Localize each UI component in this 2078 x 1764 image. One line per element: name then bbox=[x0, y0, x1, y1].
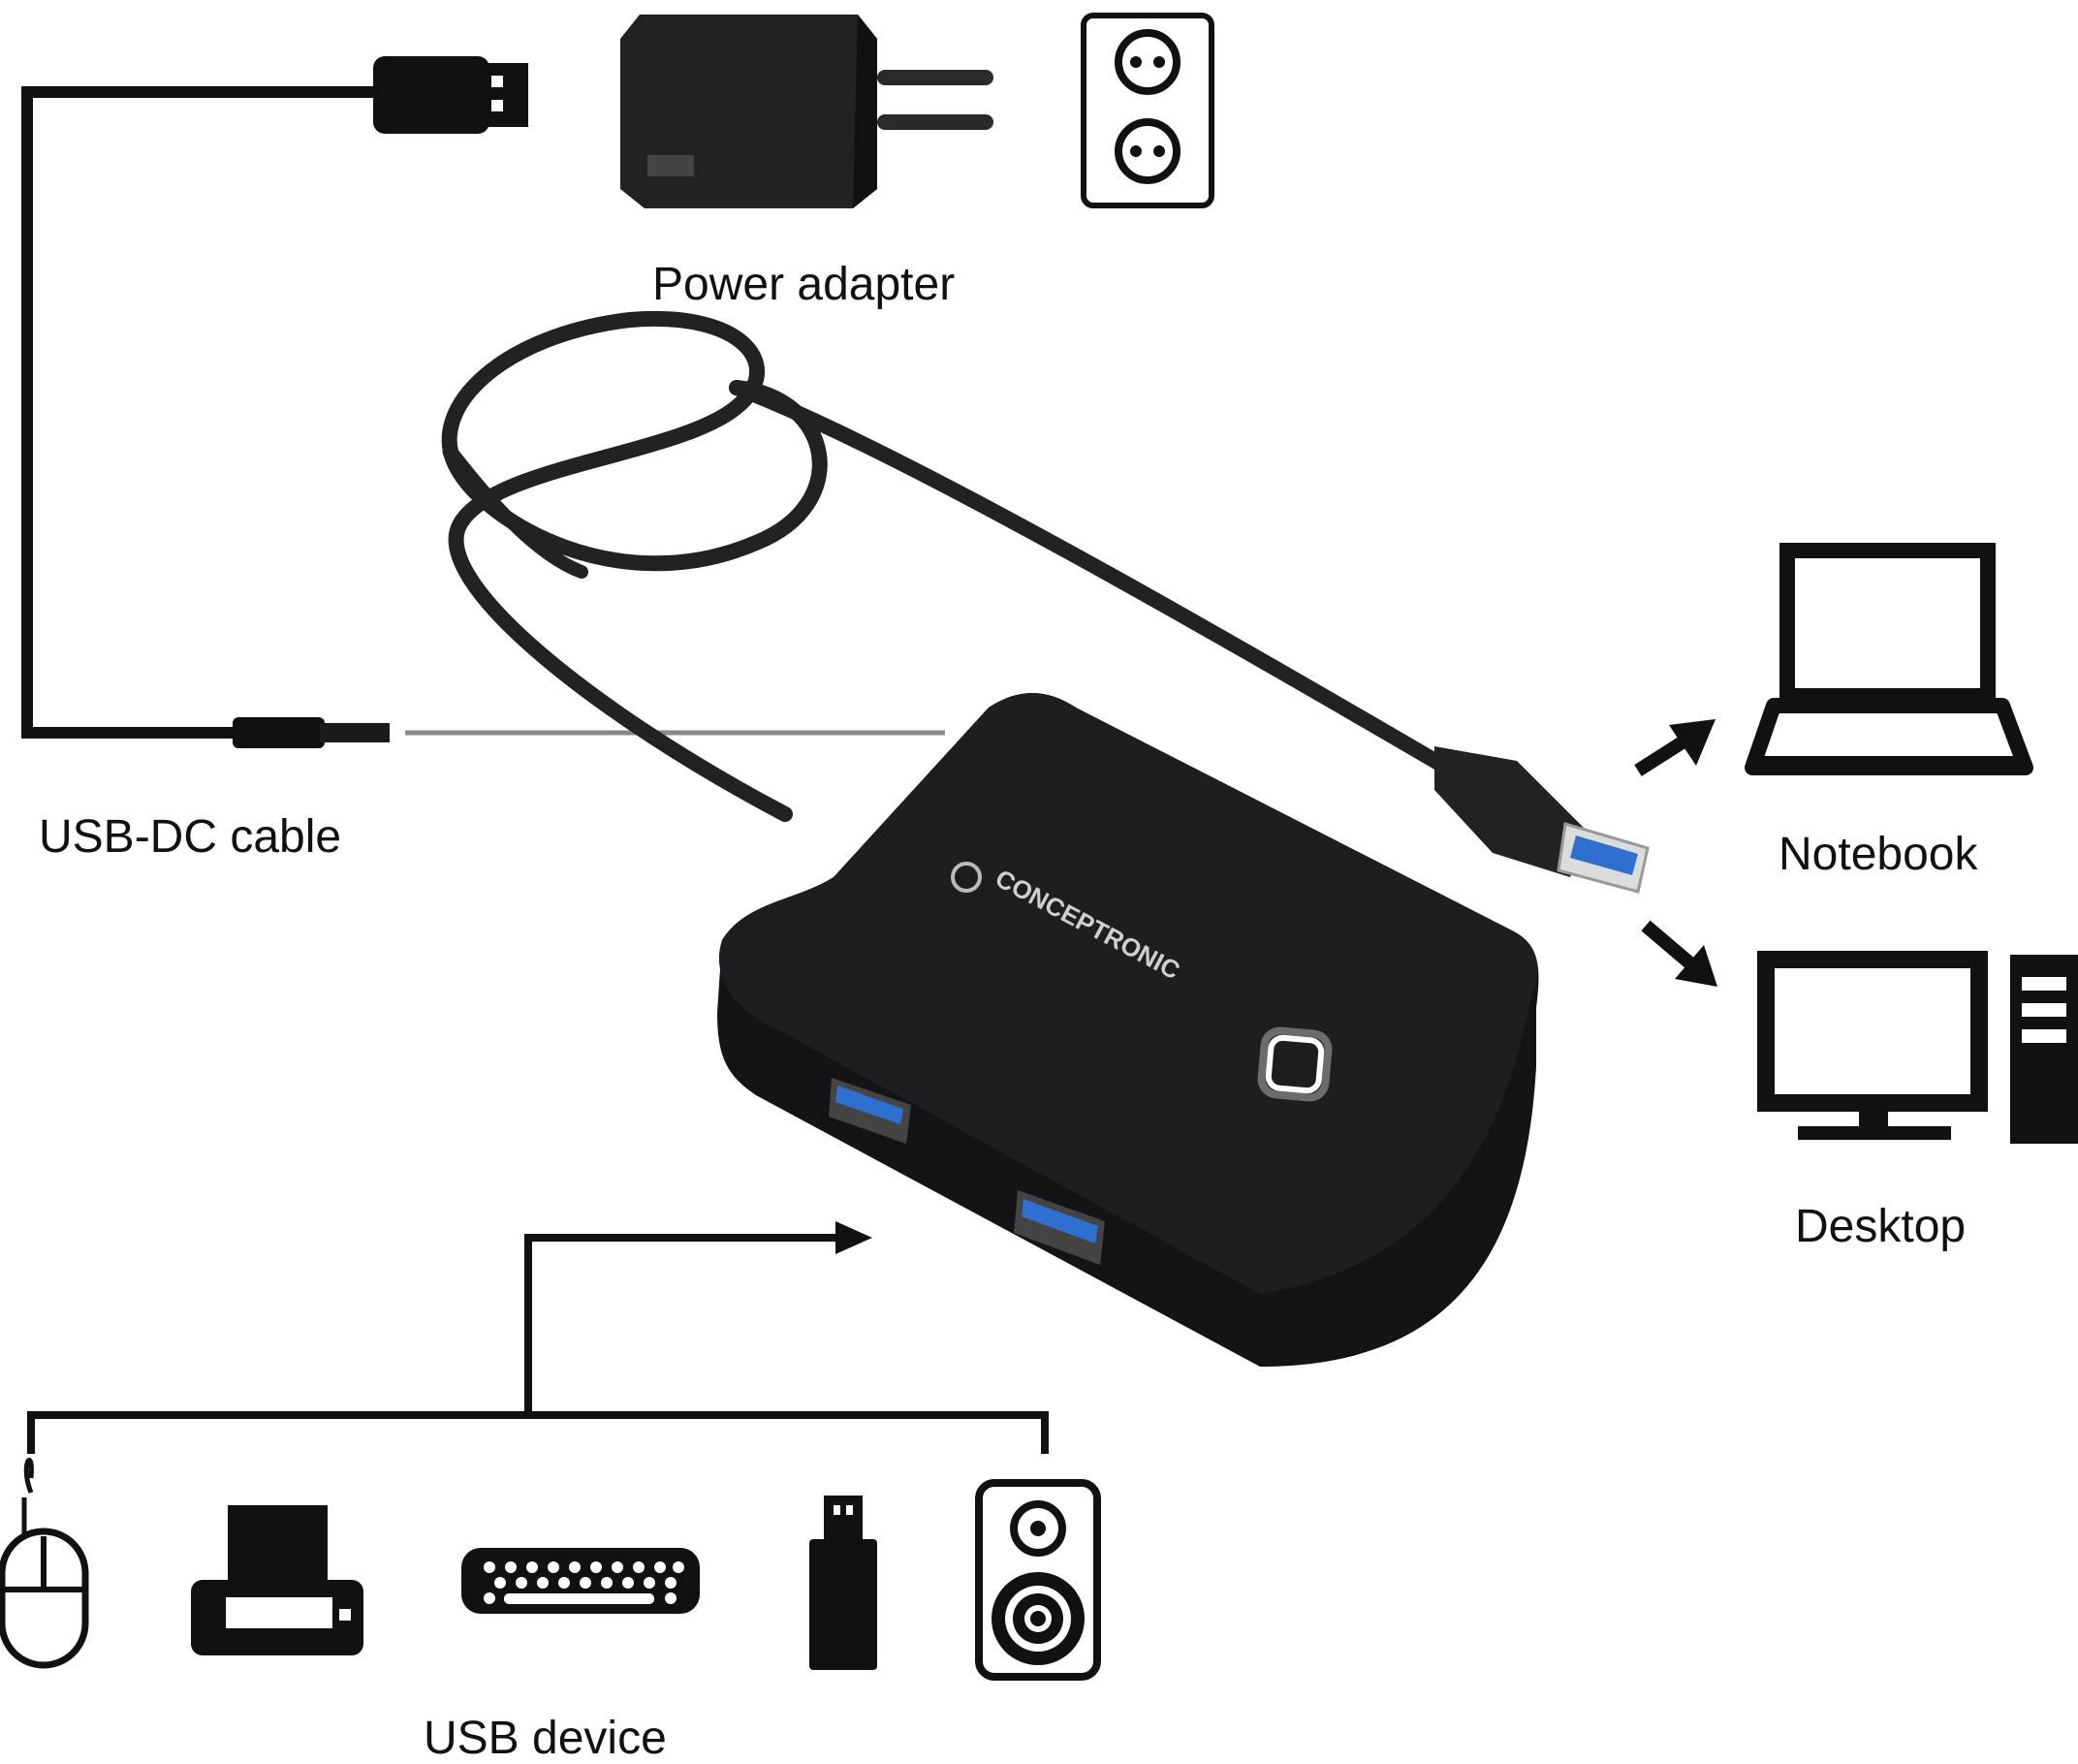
arrow-to-hub bbox=[835, 1221, 872, 1254]
usb-device-connector bbox=[27, 1234, 1049, 1454]
label-usb-device: USB device bbox=[424, 1713, 667, 1764]
wall-socket-icon bbox=[1081, 13, 1214, 208]
usb-stick-icon bbox=[809, 1496, 877, 1670]
speaker-icon bbox=[975, 1479, 1101, 1681]
hub-usb-plug bbox=[1434, 746, 1650, 894]
label-usb-dc-cable: USB-DC cable bbox=[39, 811, 342, 863]
hub-cable bbox=[441, 310, 1481, 822]
printer-icon bbox=[191, 1505, 363, 1655]
desktop-icon bbox=[1757, 951, 2078, 1144]
label-notebook: Notebook bbox=[1779, 829, 1978, 880]
label-desktop: Desktop bbox=[1795, 1201, 1967, 1252]
usb-port-2[interactable] bbox=[1014, 1190, 1105, 1265]
usb-plug-icon bbox=[373, 56, 528, 134]
usb-port-1[interactable] bbox=[829, 1078, 911, 1144]
power-led-button[interactable] bbox=[1257, 1026, 1333, 1102]
notebook-icon bbox=[1745, 543, 2033, 775]
arrow-to-desktop bbox=[1641, 920, 1717, 987]
mouse-icon bbox=[0, 1458, 89, 1669]
keyboard-icon bbox=[461, 1548, 700, 1614]
label-power-adapter: Power adapter bbox=[652, 259, 956, 310]
usb-dc-cable bbox=[21, 86, 945, 748]
power-adapter-icon bbox=[620, 15, 993, 208]
arrow-to-notebook bbox=[1634, 719, 1716, 776]
usb-hub: CONCEPTRONIC bbox=[717, 693, 1539, 1367]
